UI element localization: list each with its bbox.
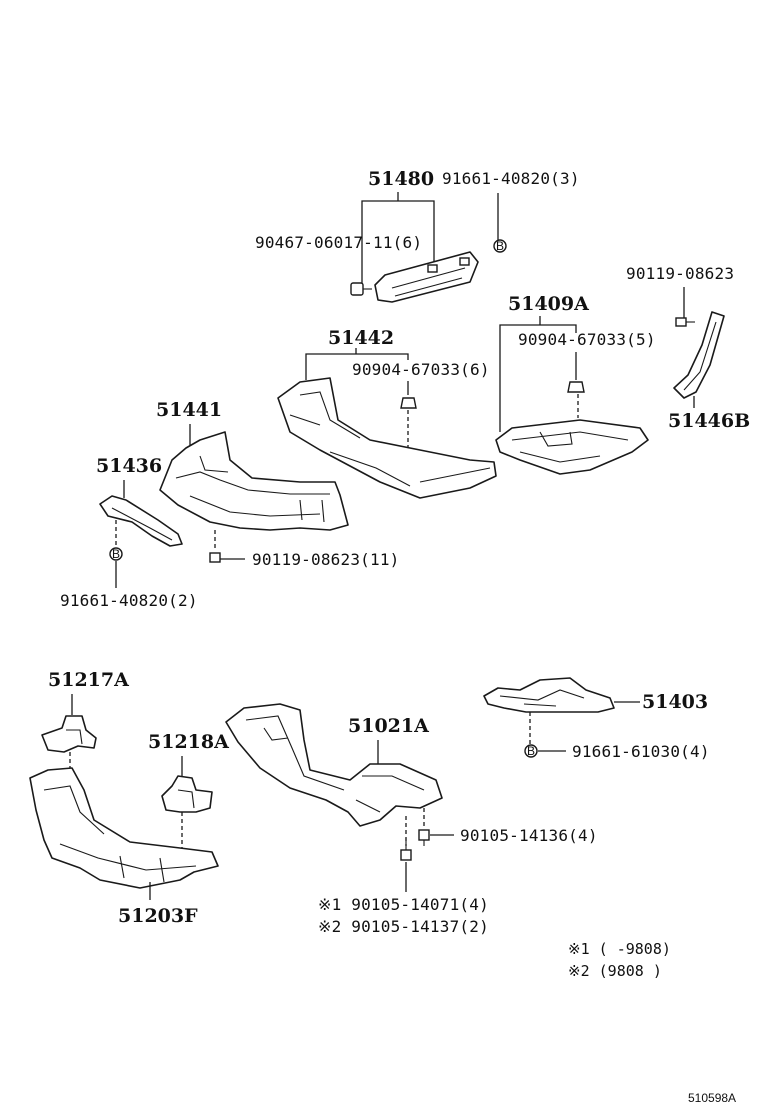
label-90467-06017-11[interactable]: 90467-06017-11(6) bbox=[255, 233, 422, 252]
label-90105-14136-4[interactable]: 90105-14136(4) bbox=[460, 826, 598, 845]
label-51403[interactable]: 51403 bbox=[642, 691, 708, 713]
svg-text:B: B bbox=[527, 744, 535, 758]
label-90904-67033-5[interactable]: 90904-67033(5) bbox=[518, 330, 656, 349]
label-51409A[interactable]: 51409A bbox=[508, 293, 589, 315]
label-51021A[interactable]: 51021A bbox=[348, 715, 429, 737]
clip-marker-51436: B bbox=[109, 547, 123, 561]
label-51436[interactable]: 51436 bbox=[96, 455, 162, 477]
part-51403-shape bbox=[483, 677, 615, 713]
grommet-icon-6 bbox=[400, 397, 417, 409]
legend-note2: ※2 (9808 ) bbox=[568, 962, 662, 980]
clip-marker-top: B bbox=[493, 239, 507, 253]
leader-51409A bbox=[499, 324, 577, 432]
part-51021A-shape bbox=[225, 703, 443, 827]
clip-marker-61030: B bbox=[524, 744, 538, 758]
part-51441-shape bbox=[159, 431, 349, 531]
bolt-icon-14071 bbox=[400, 838, 412, 861]
label-91661-40820-2[interactable]: 91661-40820(2) bbox=[60, 591, 198, 610]
part-51446B-shape bbox=[673, 311, 725, 399]
part-51409A-shape bbox=[495, 419, 649, 475]
label-90119-08623-top[interactable]: 90119-08623 bbox=[626, 264, 734, 283]
part-51217A-shape bbox=[41, 715, 97, 753]
svg-text:B: B bbox=[496, 239, 504, 253]
label-90904-67033-6[interactable]: 90904-67033(6) bbox=[352, 360, 490, 379]
part-51436-shape bbox=[99, 495, 183, 547]
label-51218A[interactable]: 51218A bbox=[148, 731, 229, 753]
part-51218A-shape bbox=[161, 775, 213, 813]
label-51203F[interactable]: 51203F bbox=[118, 905, 198, 927]
label-90119-08623-11[interactable]: 90119-08623(11) bbox=[252, 550, 400, 569]
leader-51442 bbox=[305, 353, 409, 380]
bolt-icon-top bbox=[675, 317, 695, 327]
label-51217A[interactable]: 51217A bbox=[48, 669, 129, 691]
label-91661-61030-4[interactable]: 91661-61030(4) bbox=[572, 742, 710, 761]
grommet-icon-5 bbox=[567, 381, 585, 393]
label-51446B[interactable]: 51446B bbox=[668, 410, 750, 432]
label-note2-part[interactable]: ※2 90105-14137(2) bbox=[318, 917, 489, 936]
label-91661-40820-3[interactable]: 91661-40820(3) bbox=[442, 169, 580, 188]
label-51441[interactable]: 51441 bbox=[156, 399, 222, 421]
label-note1-part[interactable]: ※1 90105-14071(4) bbox=[318, 895, 489, 914]
clip-fastener-icon bbox=[350, 282, 372, 296]
part-51203F-shape bbox=[29, 767, 219, 889]
bolt-icon-14136 bbox=[418, 829, 430, 846]
part-51442-shape bbox=[277, 377, 497, 499]
leader-51480 bbox=[361, 192, 435, 286]
label-51480[interactable]: 51480 bbox=[368, 168, 434, 190]
diagram-code: 510598A bbox=[688, 1091, 736, 1105]
part-51480-shape bbox=[374, 251, 479, 303]
legend-note1: ※1 ( -9808) bbox=[568, 940, 671, 958]
label-51442[interactable]: 51442 bbox=[328, 327, 394, 349]
svg-text:B: B bbox=[112, 547, 120, 561]
bolt-icon-11 bbox=[209, 552, 221, 563]
